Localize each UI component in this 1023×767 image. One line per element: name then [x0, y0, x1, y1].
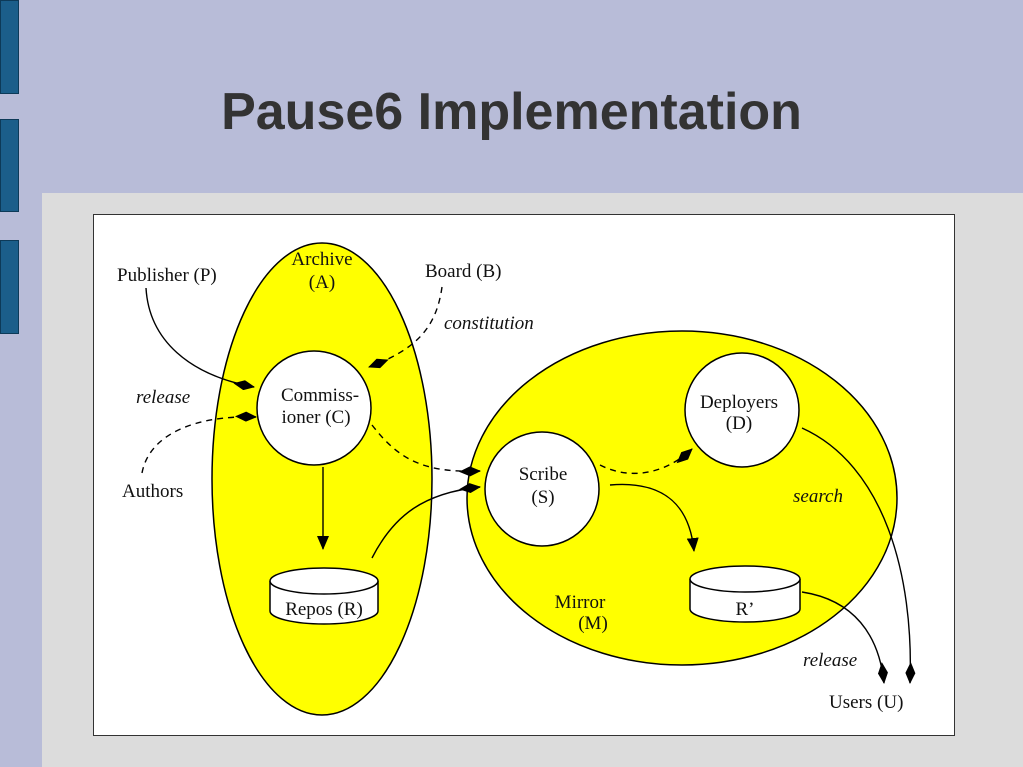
- deployers-label-abbrev: (D): [726, 413, 752, 434]
- constitution-label: constitution: [444, 313, 534, 334]
- edge-board-commissioner: [368, 286, 443, 369]
- users-label: Users (U): [829, 692, 903, 713]
- architecture-diagram: Archive (A) Mirror (M) Commiss- ioner (C…: [117, 242, 916, 716]
- side-accent-bar: [0, 119, 19, 212]
- board-label: Board (B): [425, 261, 502, 282]
- scribe-label: Scribe: [519, 464, 568, 485]
- slide-title: Pause6 Implementation: [221, 83, 802, 141]
- r-prime-storage: [689, 565, 801, 623]
- publisher-label: Publisher (P): [117, 265, 217, 286]
- archive-label-abbrev: (A): [309, 272, 335, 293]
- mirror-label: Mirror: [555, 592, 606, 613]
- search-label: search: [793, 486, 843, 507]
- edge-deployers-users: [801, 427, 916, 684]
- commissioner-label: Commiss-: [281, 385, 359, 406]
- side-accent-bar: [0, 240, 19, 334]
- scribe-label-abbrev: (S): [531, 487, 554, 508]
- side-accent-bar: [0, 0, 19, 94]
- edge-scribe-deployers: [599, 448, 693, 475]
- edge-scribe-rprime: [609, 483, 699, 552]
- deployers-label: Deployers: [700, 392, 778, 413]
- commissioner-label-abbrev: ioner (C): [281, 407, 350, 428]
- edge-repos-scribe: [371, 483, 481, 559]
- archive-region: [211, 242, 433, 716]
- repos-storage: [269, 567, 379, 625]
- edge-publisher-commissioner: [145, 287, 255, 391]
- edge-rprime-users: [801, 591, 888, 684]
- commissioner-node: [256, 350, 372, 466]
- authors-label: Authors: [122, 481, 183, 502]
- archive-label: Archive: [291, 249, 352, 270]
- release-label-right: release: [803, 650, 857, 671]
- diagram-figure: Archive (A) Mirror (M) Commiss- ioner (C…: [93, 214, 955, 736]
- deployers-node: [684, 352, 800, 468]
- scribe-node: [484, 431, 600, 547]
- repos-label: Repos (R): [285, 599, 363, 620]
- mirror-label-abbrev: (M): [578, 613, 608, 634]
- edge-commissioner-scribe: [371, 424, 481, 477]
- edge-authors-commissioner: [141, 411, 257, 474]
- release-label-left: release: [136, 387, 190, 408]
- r-prime-label: R’: [736, 599, 755, 620]
